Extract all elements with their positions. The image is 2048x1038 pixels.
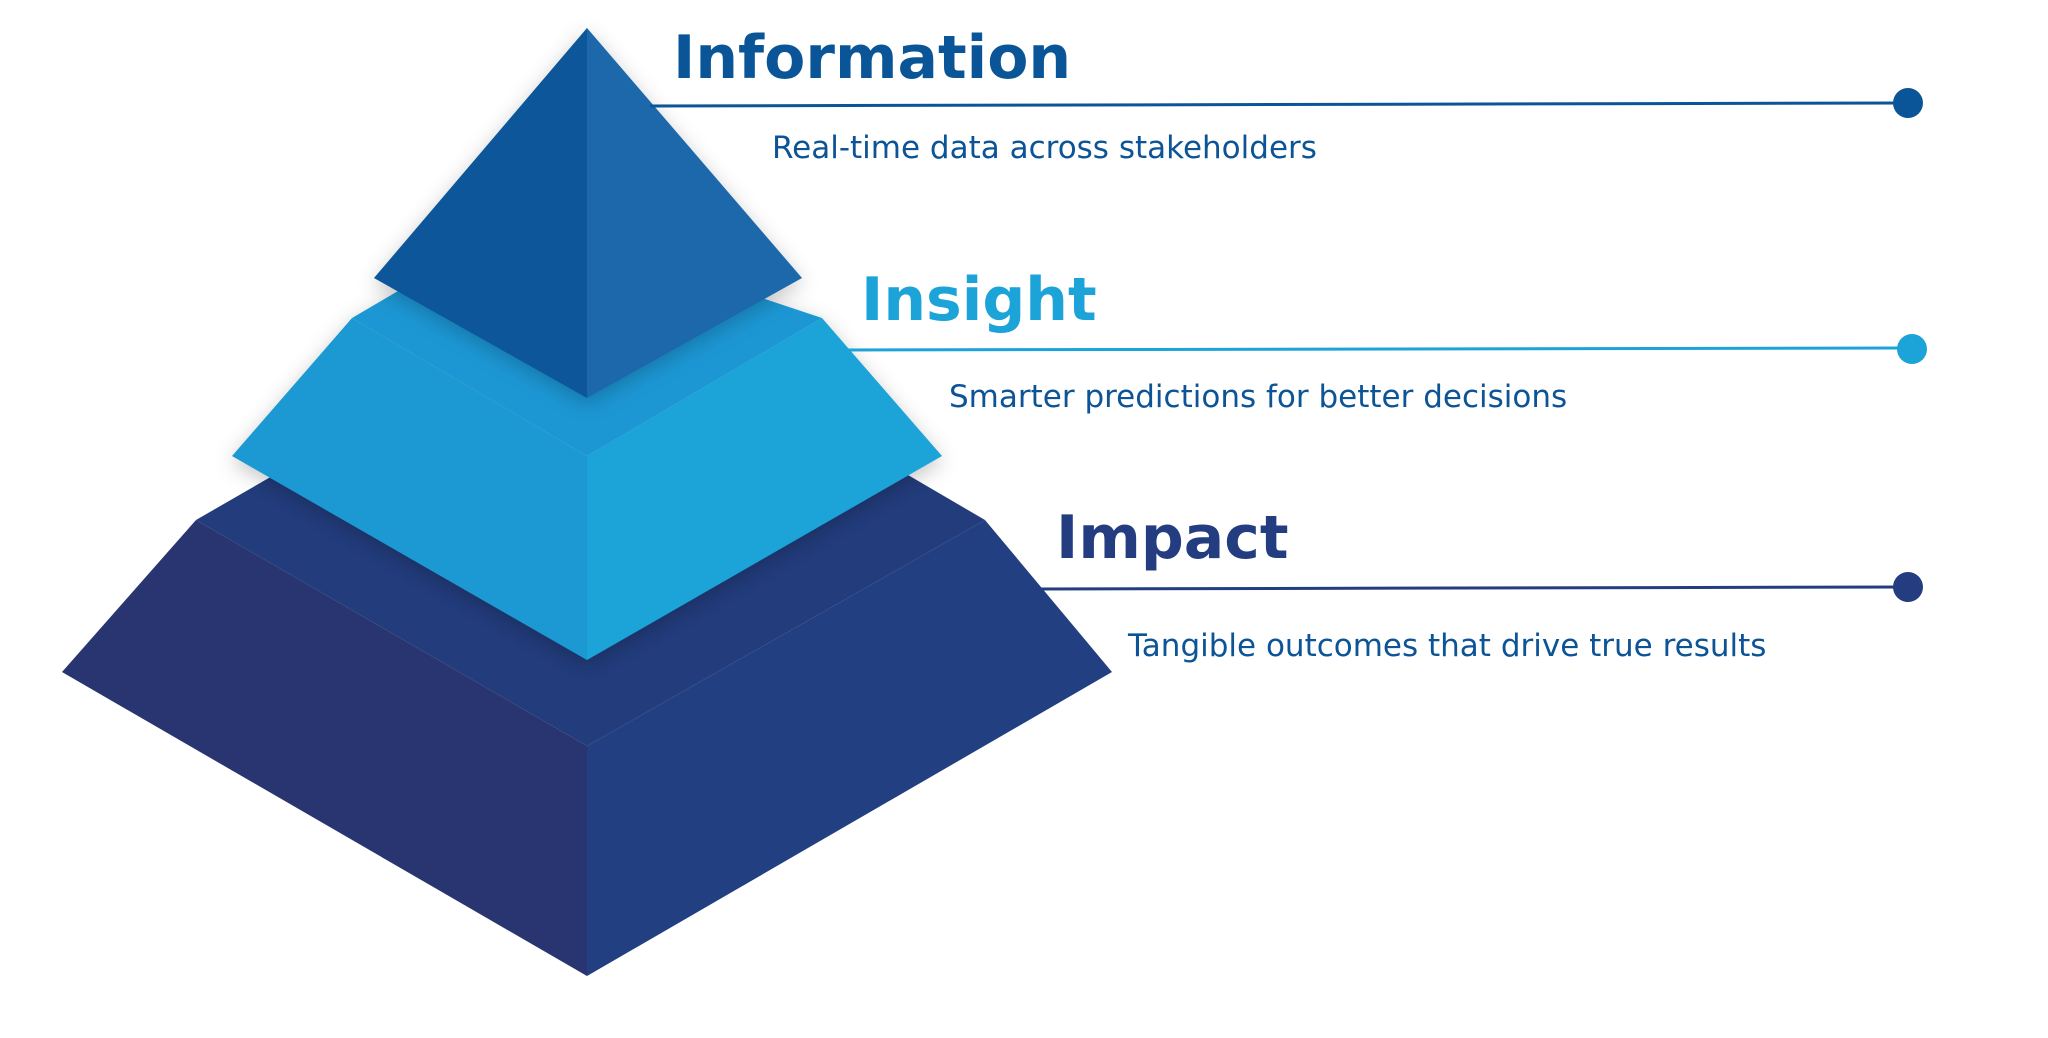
callout-dot-insight [1897, 334, 1927, 364]
insight-left-face [232, 318, 587, 660]
level-title-information: Information [673, 23, 1071, 93]
callout-line-information [649, 101, 1909, 108]
level-title-impact: Impact [1056, 503, 1289, 573]
level-description-impact: Tangible outcomes that drive true result… [1127, 628, 1766, 664]
callout-impact: Impact Tangible outcomes that drive true… [1037, 503, 1923, 664]
pyramid-tier-information [374, 28, 802, 398]
impact-left-face [62, 520, 587, 976]
information-left-face [374, 28, 587, 398]
callout-insight: Insight Smarter predictions for better d… [845, 265, 1927, 415]
callout-line-impact [1037, 585, 1909, 591]
impact-right-face [587, 520, 1112, 976]
level-title-insight: Insight [861, 265, 1097, 335]
callout-information: Information Real-time data across stakeh… [649, 23, 1923, 166]
level-description-insight: Smarter predictions for better decisions [949, 379, 1567, 415]
callout-dot-information [1893, 88, 1923, 118]
information-right-face [587, 28, 802, 398]
level-description-information: Real-time data across stakeholders [772, 130, 1317, 166]
callout-dot-impact [1893, 572, 1923, 602]
insight-right-face [587, 318, 942, 660]
callout-line-insight [845, 346, 1913, 352]
